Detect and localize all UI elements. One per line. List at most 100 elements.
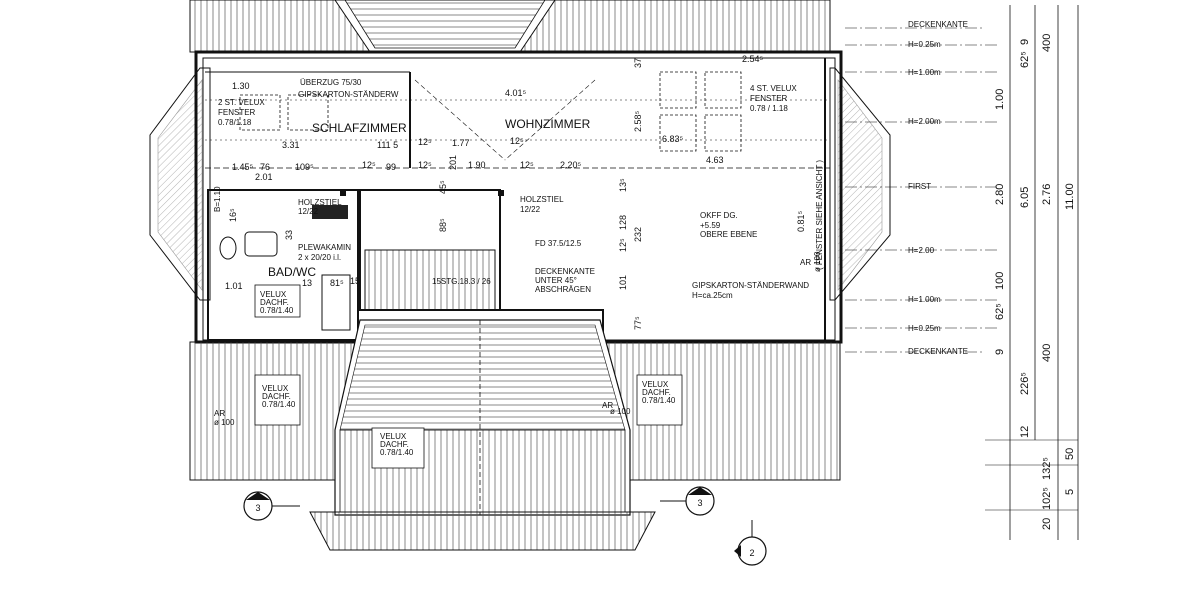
vdim-100b: 100 [994,272,1006,290]
section-marker-right: 3 [660,486,715,516]
height-h025-bot: H=0.25m [908,324,941,333]
label-ueberzug: ÜBERZUG 75/30 [300,78,362,87]
label-holzstiel-right: HOLZSTIEL [520,195,564,204]
label-velux-bad-2: DACHF. [260,298,289,307]
label-velux4-size: 0.78 / 1.18 [750,104,788,113]
label-velux2-1: 2 ST. VELUX [218,98,265,107]
label-okff-1: OKFF DG. [700,211,738,220]
dim-254: 2.54⁵ [742,54,764,64]
dim-111: 111 5 [377,140,398,150]
gable-right [829,67,891,301]
dim-190: 1.90 [468,160,486,170]
dim-81: 81⁵ [330,278,344,288]
vdim-1325: 132⁵ [1041,457,1053,480]
dim-455: 45⁵ [438,180,448,194]
room-schlafzimmer: SCHLAFZIMMER [312,121,407,135]
dim-15: 15 [350,276,360,286]
dim-125c: 12⁵ [362,160,376,170]
vdim-9b: 9 [994,349,1006,355]
vdim-1100: 11.00 [1064,183,1076,210]
vdim-50: 50 [1064,448,1076,460]
label-holzstiel-left: HOLZSTIEL [298,198,342,207]
room-bad: BAD/WC [268,265,316,279]
label-velux4-2: FENSTER [750,94,788,103]
label-okff-2: +5.59 [700,221,721,230]
dim-125f: 12⁵ [618,238,628,252]
label-gipskarton-top: GIPSKARTON-STÄNDERW [298,90,399,99]
label-velux-r-2: DACHF. [642,388,671,397]
vdim-276: 2.76 [1041,184,1053,205]
dim-76: 76 [260,162,270,172]
height-first: FIRST [908,182,931,191]
vdim-625b: 62⁵ [994,303,1006,320]
label-ar-right-size: ø 100 [813,251,822,272]
section-marker-bottom: 2 [734,520,767,566]
label-plewa-2: 2 x 20/20 i.l. [298,253,341,262]
vdim-5: 5 [1064,489,1076,495]
label-plewa-1: PLEWAKAMIN [298,243,351,252]
vdim-625a: 62⁵ [1019,51,1031,68]
label-velux-bad-3: 0.78/1.40 [260,306,294,315]
label-deckenkante-2: UNTER 45° [535,276,577,285]
label-velux-c-2: DACHF. [380,440,409,449]
right-height-lines [845,5,1079,540]
dim-885: 88⁵ [438,218,448,232]
label-ar-center: AR [602,401,613,410]
label-ar-right: AR [800,258,811,267]
label-deckenkante-1: DECKENKANTE [535,267,595,276]
dim-258: 2.58⁵ [633,110,643,132]
section-marker-left: 3 [243,491,300,521]
room-wohnzimmer: WOHNZIMMER [505,117,591,131]
dim-99: 99 [386,162,396,172]
label-fd: FD 37.5/12.5 [535,239,582,248]
label-gipskarton-right-2: H=ca.25cm [692,291,733,300]
dim-33: 33 [284,230,294,240]
dim-232: 232 [633,227,643,242]
vdim-1025: 102⁵ [1041,487,1053,510]
dim-135: 13⁵ [618,178,628,192]
dim-177: 1.77 [452,138,470,148]
label-velux2-size: 0.78/1.18 [218,118,252,127]
label-velux-c-1: VELUX [380,432,407,441]
label-velux4-1: 4 ST. VELUX [750,84,797,93]
vdim-2265: 226⁵ [1019,372,1031,395]
label-velux2-2: FENSTER [218,108,256,117]
vdim-400a: 400 [1041,34,1053,52]
label-ar-left-size: ø 100 [214,418,235,427]
label-gipskarton-right-1: GIPSKARTON-STÄNDERWAND [692,281,809,290]
label-velux-c-3: 0.78/1.40 [380,448,414,457]
dim-683: 6.83⁵ [662,134,684,144]
section-right-label: 3 [697,498,702,508]
section-bottom-label: 2 [749,548,754,558]
vdim-12: 12 [1019,426,1031,438]
label-velux-bad-1: VELUX [260,290,287,299]
dim-201b: 201 [448,155,458,170]
height-deckenkante-top: DECKENKANTE [908,20,968,29]
vdim-9a: 9 [1019,39,1031,45]
dim-130: 1.30 [232,81,250,91]
label-fenster-siehe: ( FENSTER SIEHE ANSICHT ) [815,160,824,270]
dim-13: 13 [302,278,312,288]
vdim-605: 6.05 [1019,187,1031,208]
label-b110: B=1.10 [213,186,222,212]
dim-128: 128 [618,215,628,230]
dim-463: 4.63 [706,155,724,165]
label-okff-3: OBERE EBENE [700,230,757,239]
vdim-20: 20 [1041,518,1053,530]
dim-775: 77⁵ [633,316,643,330]
dim-201a: 2.01 [255,172,273,182]
height-h200-top: H=2.00m [908,117,941,126]
dim-2205: 2.20⁵ [560,160,582,170]
dim-331: 3.31 [282,140,300,150]
label-velux-l-2: DACHF. [262,392,291,401]
section-left-label: 3 [255,503,260,513]
gable-left [149,67,211,301]
dim-37: 37 [633,58,643,68]
dim-101a: 101 [618,275,628,290]
vdim-400b: 400 [1041,344,1053,362]
vdim-100a: 1.00 [994,89,1006,110]
dim-125d: 12⁵ [418,160,432,170]
label-velux-r-3: 0.78/1.40 [642,396,676,405]
label-holzstiel-right-size: 12/22 [520,205,541,214]
